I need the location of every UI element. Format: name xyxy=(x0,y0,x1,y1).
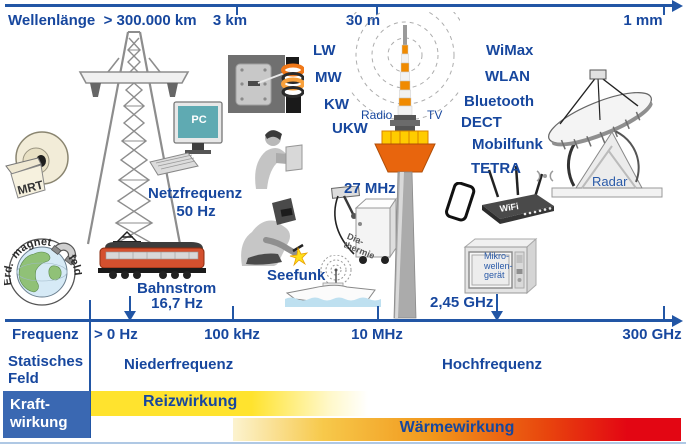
frequency-0hz-label: > 0 Hz xyxy=(94,326,138,343)
niederfrequenz-label: Niederfrequenz xyxy=(124,356,234,373)
bottom-border-line xyxy=(0,442,686,444)
wavelength-tick-1mm xyxy=(663,5,665,15)
radio-label: Radio xyxy=(361,108,393,122)
reizwirkung-label: Reizwirkung xyxy=(143,393,238,410)
245ghz-pointer-arrow xyxy=(491,311,503,321)
earth-field-label-part1: Erd. xyxy=(4,261,16,287)
frequency-tick-300ghz xyxy=(663,306,665,319)
netzfrequenz-label: Netzfrequenz xyxy=(148,185,243,202)
wavelength-axis-line xyxy=(5,4,675,7)
svg-text:Erd.: Erd. xyxy=(4,261,16,287)
245ghz-label: 2,45 GHz xyxy=(430,294,494,311)
wimax-label: WiMax xyxy=(486,42,534,59)
static-field-label: Statisches Feld xyxy=(8,353,84,387)
band-mw-label: MW xyxy=(315,69,342,86)
27mhz-label: 27 MHz xyxy=(344,180,396,197)
netzfrequenz-value: 50 Hz xyxy=(176,203,216,220)
bahnstrom-pointer-arrow xyxy=(124,311,136,321)
signal-waves-icon xyxy=(536,170,554,182)
bahnstrom-label: Bahnstrom xyxy=(137,280,217,297)
dect-label: DECT xyxy=(461,114,502,131)
frequency-300ghz-label: 300 GHz xyxy=(622,326,682,343)
245ghz-pointer-line xyxy=(496,294,498,312)
hochfrequenz-label: Hochfrequenz xyxy=(442,356,543,373)
seefunk-label: Seefunk xyxy=(267,267,326,284)
mobilfunk-label: Mobilfunk xyxy=(472,136,543,153)
band-lw-label: LW xyxy=(313,42,336,59)
welder-icon xyxy=(241,198,309,267)
wavelength-axis-arrow xyxy=(672,0,683,12)
satellite-dish-icon xyxy=(548,69,663,198)
frequency-tick-10mhz xyxy=(377,306,379,319)
tv-tower-icon xyxy=(350,12,460,319)
frequency-10mhz-label: 10 MHz xyxy=(351,326,403,343)
wavelength-3km-label: 3 km xyxy=(212,12,248,29)
waermewirkung-bar: Wärmewirkung xyxy=(233,418,681,441)
wavelength-tick-30m xyxy=(376,5,378,15)
bahnstrom-value: 16,7 Hz xyxy=(151,295,203,312)
frequency-100khz-label: 100 kHz xyxy=(204,326,260,343)
wifi-router-icon xyxy=(482,165,554,224)
wavelength-30m-label: 30 m xyxy=(345,12,381,29)
worker-icon xyxy=(255,130,303,189)
frequency-axis-arrow xyxy=(672,315,683,327)
microwave-label: Mikro- wellen- gerät xyxy=(484,251,513,280)
static-field-separator-line xyxy=(89,300,91,438)
waermewirkung-label: Wärmewirkung xyxy=(399,419,515,436)
pc-label: PC xyxy=(191,114,207,126)
wavelength-tick-3km xyxy=(236,5,238,15)
train-icon xyxy=(98,230,206,279)
induction-heater-icon xyxy=(228,55,304,113)
band-kw-label: KW xyxy=(324,96,349,113)
frequency-axis-line xyxy=(5,319,675,322)
wavelength-title: Wellenlänge xyxy=(8,12,96,29)
kraftwirkung-box: Kraft- wirkung xyxy=(3,391,90,438)
bluetooth-label: Bluetooth xyxy=(464,93,534,110)
microwave-icon xyxy=(463,237,538,295)
power-tower-icon xyxy=(78,31,190,245)
frequency-tick-100khz xyxy=(232,306,234,319)
wavelength-origin-value: > 300.000 km xyxy=(103,12,197,29)
reizwirkung-bar: Reizwirkung xyxy=(91,391,368,416)
mrt-scanner-icon xyxy=(5,131,69,199)
diathermy-icon xyxy=(330,186,397,264)
frequency-label: Frequenz xyxy=(12,326,79,343)
tv-label: TV xyxy=(427,108,443,122)
radar-label: Radar xyxy=(592,174,628,189)
earth-magnet-icon: Erd. magnet feld xyxy=(4,236,82,306)
wavelength-label: Wellenlänge > 300.000 km xyxy=(8,13,197,29)
band-ukw-label: UKW xyxy=(332,120,368,137)
tetra-label: TETRA xyxy=(471,160,521,177)
pc-icon xyxy=(149,101,223,176)
wlan-label: WLAN xyxy=(485,68,530,85)
bahnstrom-pointer-line xyxy=(129,296,131,312)
smartphone-icon xyxy=(445,182,476,222)
wavelength-1mm-label: 1 mm xyxy=(623,12,663,29)
ship-icon xyxy=(285,255,381,307)
